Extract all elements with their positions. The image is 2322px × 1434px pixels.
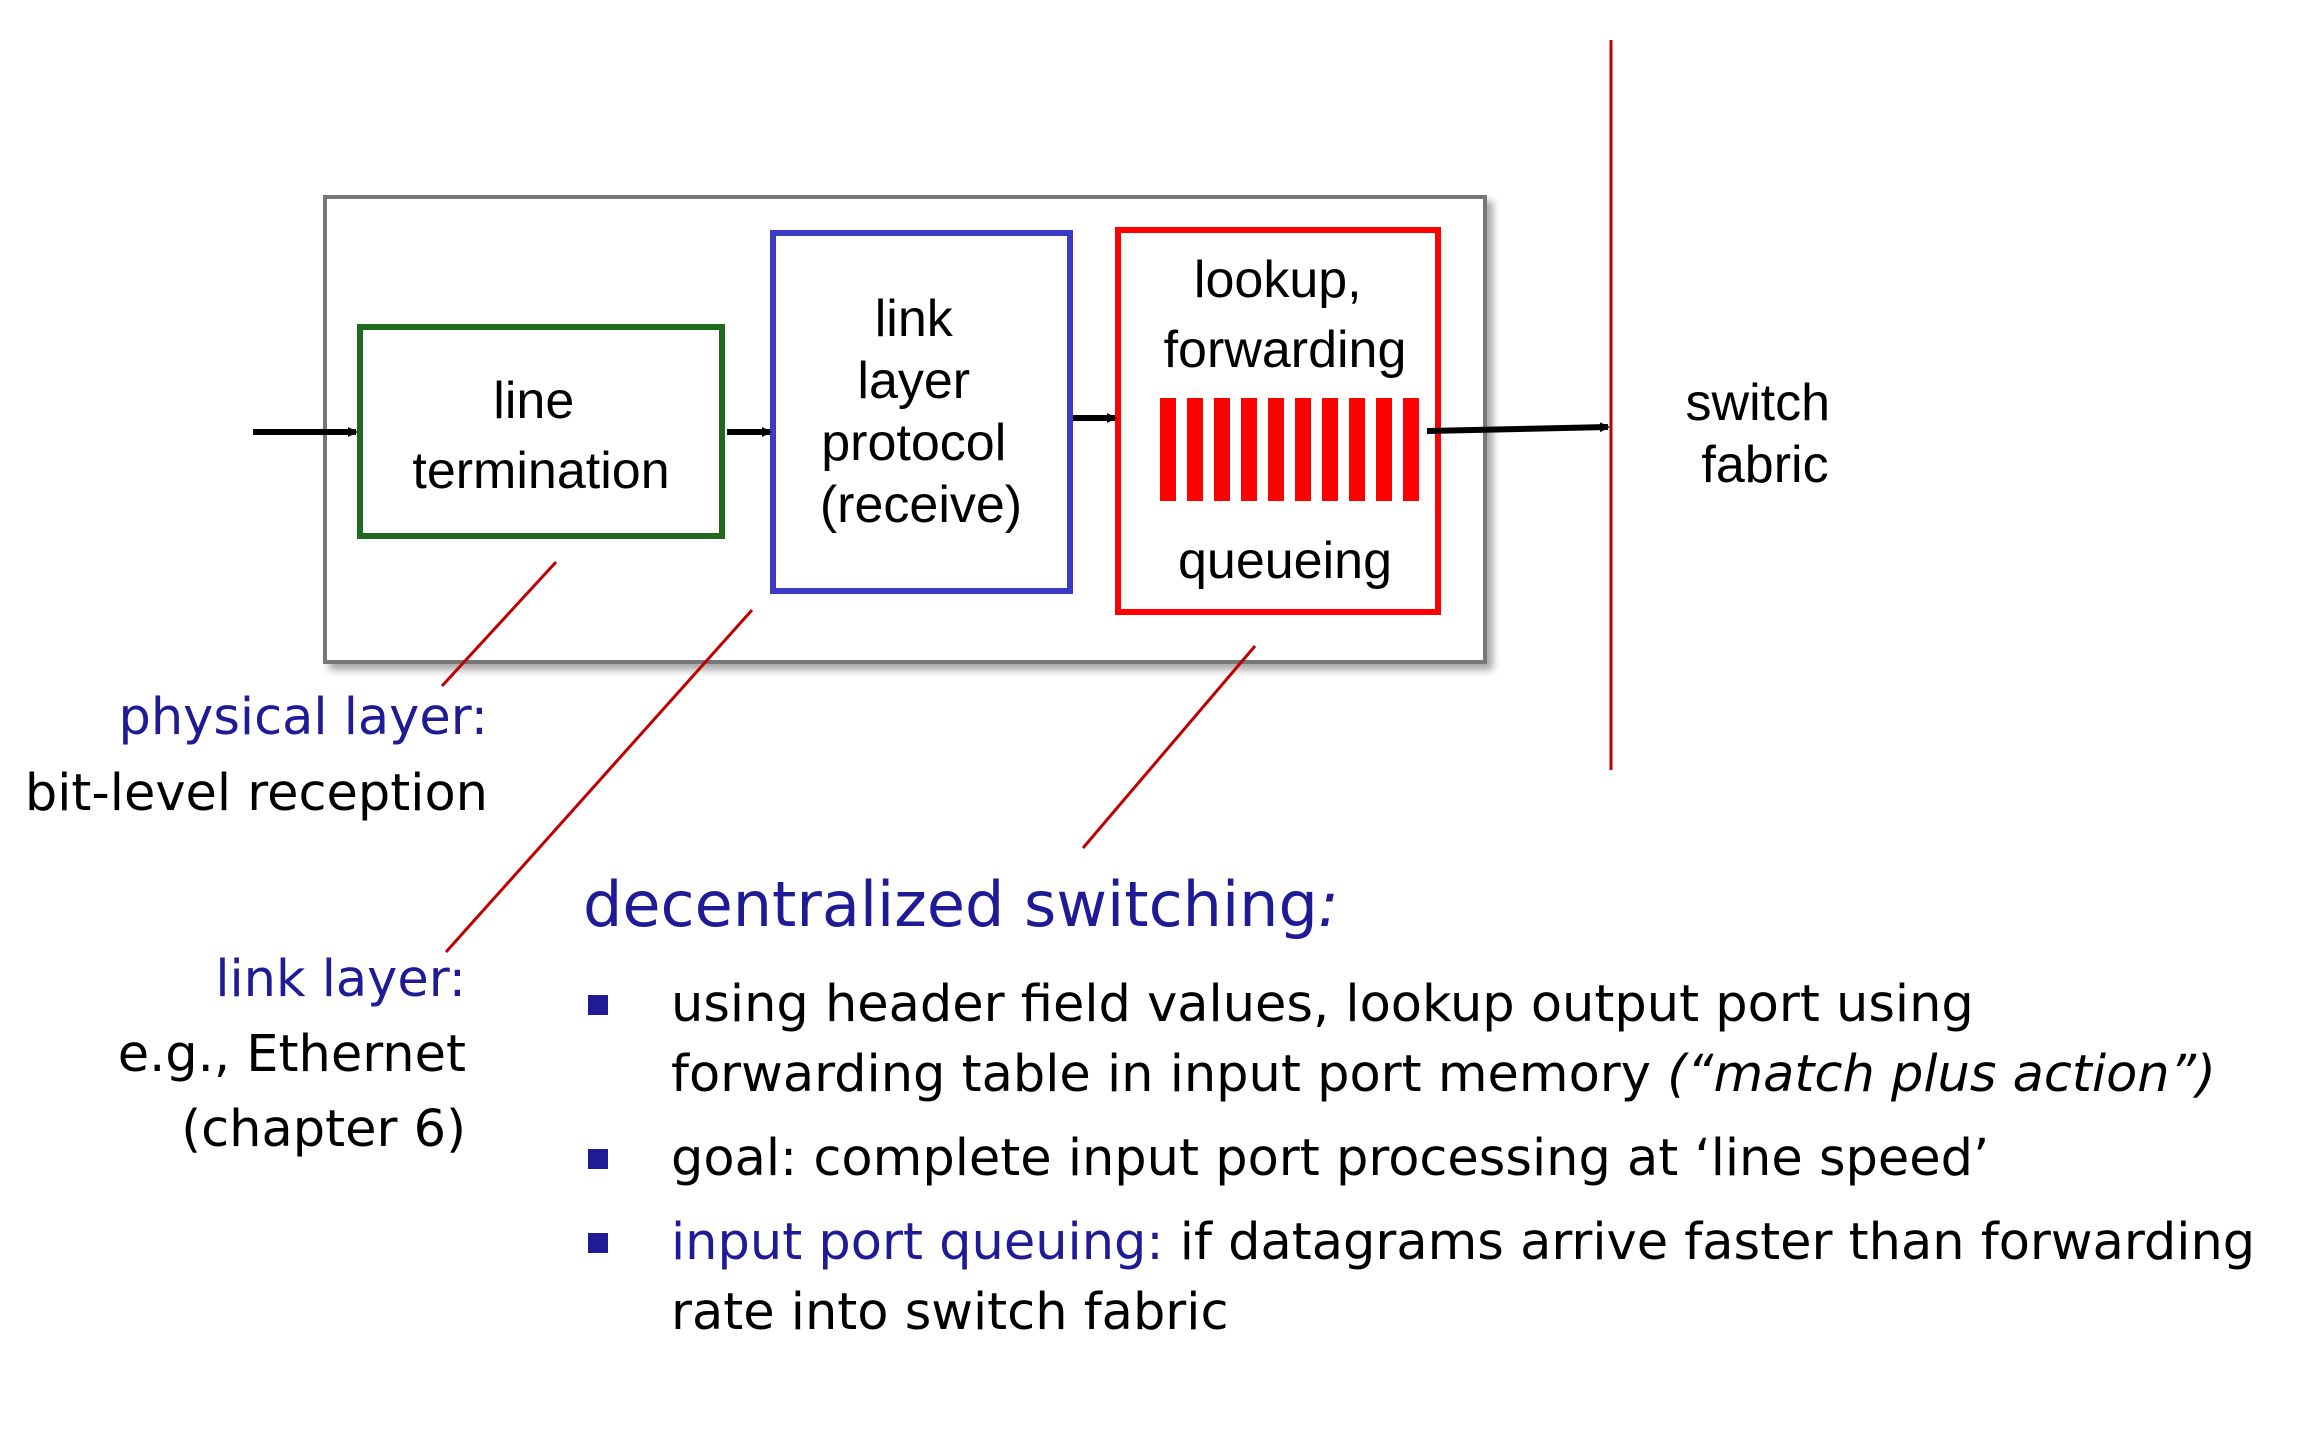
lookup-forwarding-label: lookup, forwarding [1164,251,1407,379]
bullet-item: input port queuing: if datagrams arrive … [583,1208,2303,1348]
bullet-2-text: goal: complete input port processing at … [671,1129,1990,1188]
section-title-text: decentralized switching [583,868,1318,941]
bullet-item: using header field values, lookup output… [583,970,2303,1110]
bullet-square-icon [588,1233,608,1253]
bullet-item: goal: complete input port processing at … [583,1124,2303,1194]
link-layer-desc-2: (chapter 6) [181,1100,466,1159]
bullet-1-italic: (“match plus action”) [1667,1045,2216,1104]
bullet-1-line1: using header field values, lookup output… [671,975,1974,1034]
link-layer-desc-1: e.g., Ethernet [117,1025,466,1084]
switch-fabric-label: switch fabric [1686,374,1845,494]
link-layer-title: link layer: [215,950,466,1009]
bullet-square-icon [588,1149,608,1169]
link-layer-label: link layer protocol (receive) [820,290,1022,534]
section-title-colon: : [1317,868,1339,941]
lookup-connector [1081,645,1257,849]
physical-layer-desc: bit-level reception [24,764,488,823]
line-termination-label: line termination [412,372,669,500]
physical-layer-title: physical layer: [118,688,488,747]
link-layer-box [770,230,1073,594]
bullet-list: using header field values, lookup output… [583,970,2303,1362]
output-arrow [1426,422,1610,434]
queue-buffer-icon [1160,398,1419,501]
queueing-label: queueing [1178,532,1392,590]
bullet-square-icon [588,995,608,1015]
line-termination-box [357,324,725,539]
bullet-3-text: if datagrams arrive faster than forwardi… [671,1213,2256,1342]
physical-layer-connector [440,560,558,688]
bullet-3-highlight: input port queuing: [671,1213,1164,1272]
section-title: decentralized switching: [583,868,1339,941]
link-layer-connector [444,608,754,954]
bullet-1-line2: forwarding table in input port memory [671,1045,1668,1104]
